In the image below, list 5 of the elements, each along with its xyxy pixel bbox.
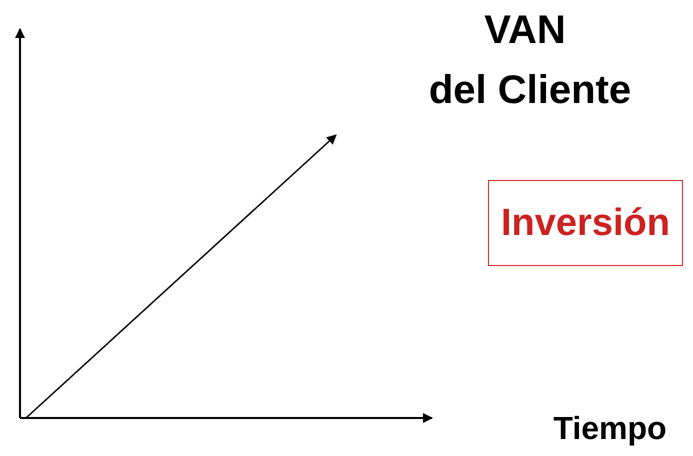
label-box	[488, 180, 683, 266]
axis-label: Tiempo	[552, 412, 668, 444]
box-label: Inversión	[501, 204, 670, 242]
axis-label: del Cliente	[428, 70, 632, 110]
axis-label: VAN	[483, 10, 567, 50]
